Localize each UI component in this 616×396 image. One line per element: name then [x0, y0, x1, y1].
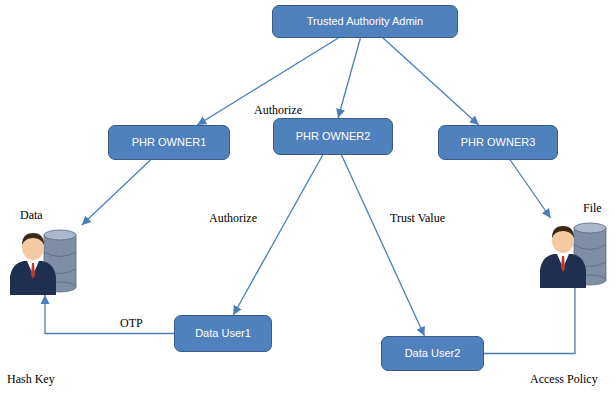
authority-box: Trusted Authority Admin — [272, 5, 458, 38]
box-label: Data User2 — [405, 347, 461, 360]
edge-label: Authorize — [207, 211, 259, 225]
box-label: PHR OWNER2 — [296, 130, 371, 143]
edge-label: OTP — [118, 316, 145, 330]
box-label: PHR OWNER3 — [461, 136, 536, 149]
user-box: Data User2 — [381, 336, 484, 371]
connector-arrow — [45, 295, 174, 334]
note-label: Access Policy — [528, 372, 600, 386]
connector-arrow — [342, 155, 425, 336]
box-label: PHR OWNER1 — [132, 136, 207, 149]
owner-box: PHR OWNER1 — [108, 125, 230, 160]
owner-box: PHR OWNER2 — [273, 118, 393, 155]
connector-arrow — [383, 38, 479, 125]
connector-arrow — [197, 38, 338, 125]
connector-arrow — [338, 38, 360, 118]
connector-arrow — [233, 155, 322, 315]
edge-label: Authorize — [252, 103, 304, 117]
box-label: Trusted Authority Admin — [307, 15, 423, 28]
store-label: File — [583, 201, 602, 215]
user-database-icon — [8, 225, 82, 295]
owner-box: PHR OWNER3 — [438, 125, 558, 160]
note-label: Hash Key — [5, 372, 57, 386]
box-label: Data User1 — [195, 327, 251, 340]
connector-arrow — [82, 160, 151, 225]
edge-label: Trust Value — [388, 211, 447, 225]
user-box: Data User1 — [174, 315, 272, 352]
connector-arrow — [510, 160, 550, 218]
file-store-node: File — [538, 218, 612, 288]
user-database-icon — [538, 218, 612, 288]
connector-arrow — [484, 288, 575, 354]
store-label: Data — [20, 208, 43, 222]
data-store-node: Data — [8, 225, 82, 295]
